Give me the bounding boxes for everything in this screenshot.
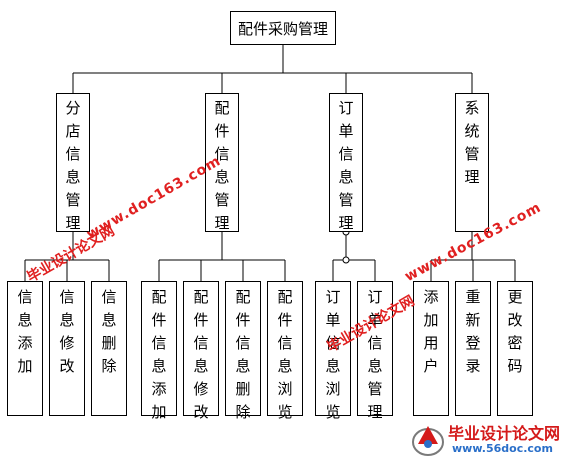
leaf-order-browse: 订 单 信 息 浏 览 — [315, 281, 351, 421]
leaf-label: 订 单 信 息 管 理 — [367, 288, 383, 421]
leaf-label: 重 新 登 录 — [465, 288, 481, 375]
leaf-info-delete: 信 息 删 除 — [91, 281, 127, 416]
leaf-label: 信 息 添 加 — [17, 288, 33, 375]
module-system: 系 统 管 理 — [455, 93, 489, 232]
leaf-info-modify: 信 息 修 改 — [49, 281, 85, 416]
root-box: 配件采购管理 — [230, 11, 336, 45]
leaf-relogin: 重 新 登 录 — [455, 281, 491, 416]
leaf-add-user: 添 加 用 户 — [413, 281, 449, 416]
module-label: 系 统 管 理 — [464, 99, 480, 186]
leaf-label: 更 改 密 码 — [507, 288, 523, 375]
leaf-label: 配 件 信 息 浏 览 — [277, 288, 293, 421]
leaf-change-password: 更 改 密 码 — [497, 281, 533, 416]
module-label: 订 单 信 息 管 理 — [338, 99, 354, 232]
module-parts-info: 配 件 信 息 管 理 — [205, 93, 239, 232]
leaf-label: 信 息 删 除 — [101, 288, 117, 375]
leaf-label: 添 加 用 户 — [423, 288, 439, 375]
leaf-label: 配 件 信 息 删 除 — [235, 288, 251, 421]
order-module-port-bottom — [342, 256, 350, 264]
logo-title: 毕业设计论文网 — [448, 424, 561, 443]
leaf-parts-add: 配 件 信 息 添 加 — [141, 281, 177, 421]
leaf-info-add: 信 息 添 加 — [7, 281, 43, 416]
logo-url: www.56doc.com — [452, 442, 553, 455]
leaf-order-manage: 订 单 信 息 管 理 — [357, 281, 393, 421]
leaf-label: 订 单 信 息 浏 览 — [325, 288, 341, 421]
module-label: 分 店 信 息 管 理 — [65, 99, 81, 232]
leaf-label: 信 息 修 改 — [59, 288, 75, 375]
logo-emblem-icon — [412, 426, 444, 456]
root-label: 配件采购管理 — [237, 20, 328, 38]
leaf-parts-delete: 配 件 信 息 删 除 — [225, 281, 261, 421]
leaf-parts-browse: 配 件 信 息 浏 览 — [267, 281, 303, 421]
leaf-parts-modify: 配 件 信 息 修 改 — [183, 281, 219, 421]
site-logo: 毕业设计论文网 www.56doc.com — [408, 418, 561, 462]
module-label: 配 件 信 息 管 理 — [214, 99, 230, 232]
leaf-label: 配 件 信 息 修 改 — [193, 288, 209, 421]
module-order-info: 订 单 信 息 管 理 — [329, 93, 363, 232]
module-branch-info: 分 店 信 息 管 理 — [56, 93, 90, 232]
leaf-label: 配 件 信 息 添 加 — [151, 288, 167, 421]
